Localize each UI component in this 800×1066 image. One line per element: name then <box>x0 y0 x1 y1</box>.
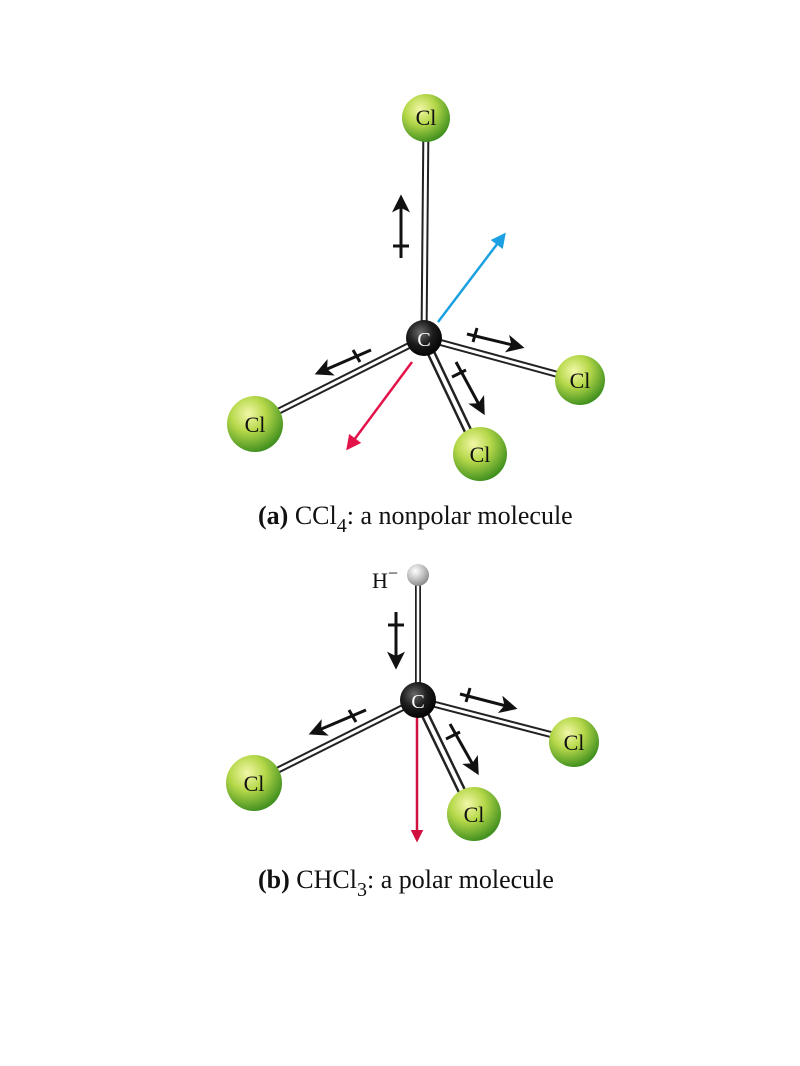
chlorine-atom-b-left: Cl <box>226 755 282 811</box>
bond-b-left <box>252 696 420 786</box>
bond-b-right <box>417 696 573 744</box>
caption-a: (a) CCl4: a nonpolar molecule <box>258 501 573 537</box>
caption-b: (b) CHCl3: a polar molecule <box>258 865 554 901</box>
carbon-atom-a: C <box>406 320 442 356</box>
svg-text:Cl: Cl <box>570 368 591 393</box>
bond-a-left <box>253 334 426 427</box>
chlorine-atom-a-right: Cl <box>555 355 605 405</box>
chlorine-atom-a-left: Cl <box>227 396 283 452</box>
chlorine-atom-b-right: Cl <box>549 717 599 767</box>
bond-dipole-a-right <box>466 327 525 353</box>
carbon-atom-b: C <box>400 682 436 718</box>
svg-text:Cl: Cl <box>416 105 437 130</box>
svg-text:C: C <box>411 691 424 713</box>
bond-dipole-a-top <box>392 194 410 258</box>
svg-text:Cl: Cl <box>464 802 485 827</box>
bond-dipole-a-left <box>314 348 372 376</box>
chlorine-atom-b-front: Cl <box>447 787 501 841</box>
bond-dipole-b-front <box>445 723 479 776</box>
svg-text:Cl: Cl <box>245 412 266 437</box>
resultant-arrow-a-red <box>346 361 414 451</box>
diagram-b-chcl3: H− Cl Cl Cl C (b) CHCl3: a polar molecul… <box>226 563 599 901</box>
svg-text:C: C <box>417 329 430 351</box>
bond-dipole-b-top <box>387 612 405 670</box>
svg-text:Cl: Cl <box>470 442 491 467</box>
chlorine-atom-a-top: Cl <box>402 94 450 142</box>
bond-dipole-b-left <box>308 708 367 736</box>
hydrogen-atom-b <box>407 564 429 586</box>
chlorine-atom-a-front: Cl <box>453 427 507 481</box>
bond-a-right <box>423 334 579 384</box>
bond-dipole-b-right <box>459 687 518 714</box>
svg-text:Cl: Cl <box>564 730 585 755</box>
resultant-arrow-a-blue <box>437 232 506 323</box>
bond-dipole-a-front <box>451 361 485 416</box>
diagram-a-ccl4: Cl Cl Cl Cl C (a) CCl4: a nonpolar molec… <box>227 94 605 537</box>
hydrogen-label-b: H− <box>372 563 398 593</box>
bond-a-top <box>420 119 430 339</box>
svg-text:Cl: Cl <box>244 771 265 796</box>
